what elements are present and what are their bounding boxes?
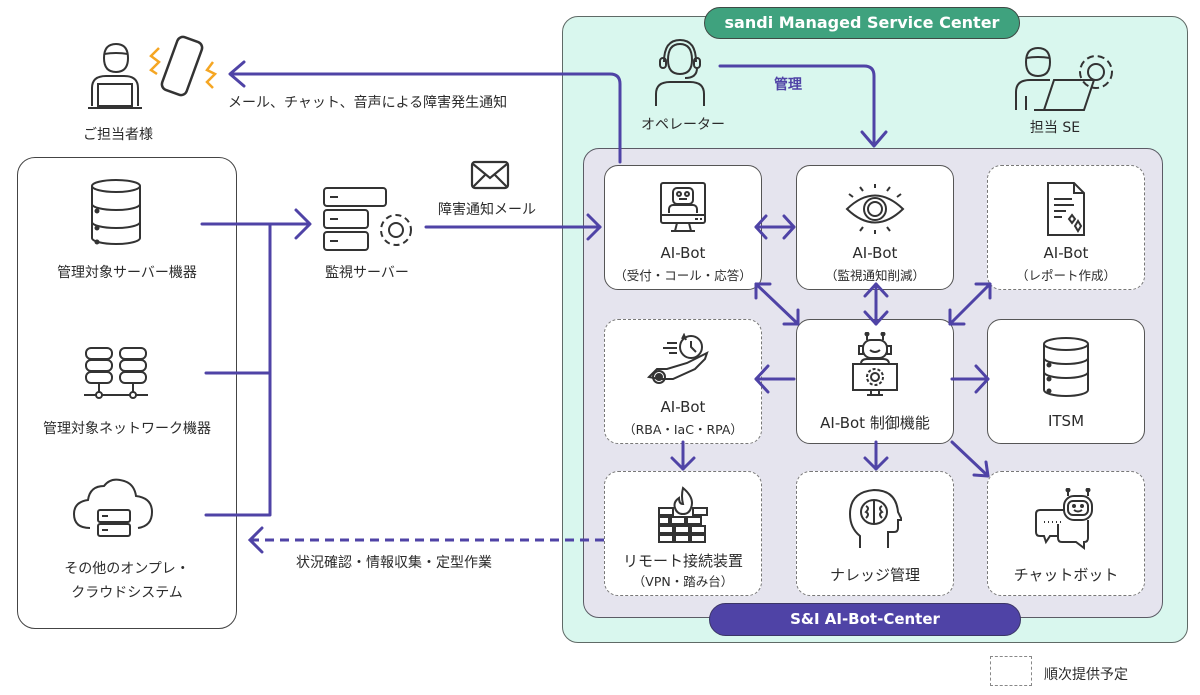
operator-label: オペレーター: [641, 117, 725, 133]
server-database-icon: [88, 178, 144, 250]
ai-bot-center-title-badge: S&I AI-Bot-Center: [709, 603, 1021, 636]
managed-network-label: 管理対象ネットワーク機器: [43, 421, 211, 437]
card-itsm: ITSM: [987, 319, 1145, 444]
card-subtitle: （レポート作成）: [1015, 268, 1116, 283]
report-document-icon: [988, 178, 1144, 240]
card-title: AI-Bot: [660, 398, 706, 416]
robot-monitor-icon: [605, 178, 761, 240]
se-engineer-icon: [1012, 44, 1120, 118]
robot-control-icon: [797, 332, 953, 396]
card-ai-bot-automation: AI-Bot （RBA・IaC・RPA）: [604, 319, 762, 444]
card-title: AI-Bot 制御機能: [820, 414, 930, 432]
notify-arrowhead: [228, 60, 246, 88]
managed-servers-label: 管理対象サーバー機器: [57, 265, 197, 281]
cloud-server-icon: [72, 476, 156, 542]
card-title: ITSM: [1047, 412, 1085, 430]
card-subtitle: （VPN・踏み台）: [632, 574, 734, 589]
card-subtitle: （監視通知削減）: [824, 268, 925, 283]
operator-headset-icon: [648, 38, 712, 112]
other-systems-label-2: クラウドシステム: [71, 585, 183, 601]
database-icon: [988, 336, 1144, 398]
card-title: ナレッジ管理: [829, 566, 920, 584]
remote-ops-arrowhead: [247, 526, 264, 554]
mail-envelope-icon: [470, 160, 510, 194]
card-title: AI-Bot: [660, 244, 706, 262]
card-title: AI-Bot: [1043, 244, 1089, 262]
card-title: リモート接続装置: [622, 552, 743, 570]
card-subtitle: （RBA・IaC・RPA）: [623, 422, 743, 437]
card-title: AI-Bot: [852, 244, 898, 262]
monitor-server-icon: [322, 186, 418, 260]
legend-planned-label: 順次提供予定: [1044, 667, 1128, 683]
se-label: 担当 SE: [1029, 120, 1081, 136]
remote-ops-label: 状況確認・情報収集・定型作業: [296, 555, 492, 571]
managed-targets-panel: [17, 157, 237, 629]
alert-mail-label: 障害通知メール: [438, 202, 536, 218]
card-subtitle: （受付・コール・応答）: [614, 268, 752, 283]
brain-head-icon: [797, 488, 953, 550]
customer-person-icon: [86, 40, 144, 116]
legend-dashed-swatch: [990, 656, 1032, 686]
card-title: チャットボット: [1013, 566, 1119, 584]
customer-label: ご担当者様: [83, 127, 153, 143]
other-systems-label-1: その他のオンプレ・: [64, 561, 190, 577]
card-chatbot: チャットボット: [987, 471, 1145, 596]
card-ai-bot-control: AI-Bot 制御機能: [796, 319, 954, 444]
notify-flow-label: メール、チャット、音声による障害発生通知: [228, 95, 508, 111]
network-servers-icon: [82, 346, 152, 406]
card-ai-bot-reception: AI-Bot （受付・コール・応答）: [604, 165, 762, 290]
monitor-arrowhead: [294, 208, 312, 240]
robot-hand-clock-icon: [605, 332, 761, 394]
eye-icon: [797, 178, 953, 240]
card-knowledge: ナレッジ管理: [796, 471, 954, 596]
card-ai-bot-report: AI-Bot （レポート作成）: [987, 165, 1145, 290]
card-remote-access: リモート接続装置 （VPN・踏み台）: [604, 471, 762, 596]
manage-flow-label: 管理: [774, 77, 802, 93]
firewall-icon: [605, 484, 761, 546]
chatbot-icon: [988, 488, 1144, 550]
monitor-server-label: 監視サーバー: [325, 265, 409, 281]
smartphone-alert-icon: [145, 34, 225, 118]
msc-title-badge: sandi Managed Service Center: [704, 7, 1020, 39]
card-ai-bot-alert-reduction: AI-Bot （監視通知削減）: [796, 165, 954, 290]
